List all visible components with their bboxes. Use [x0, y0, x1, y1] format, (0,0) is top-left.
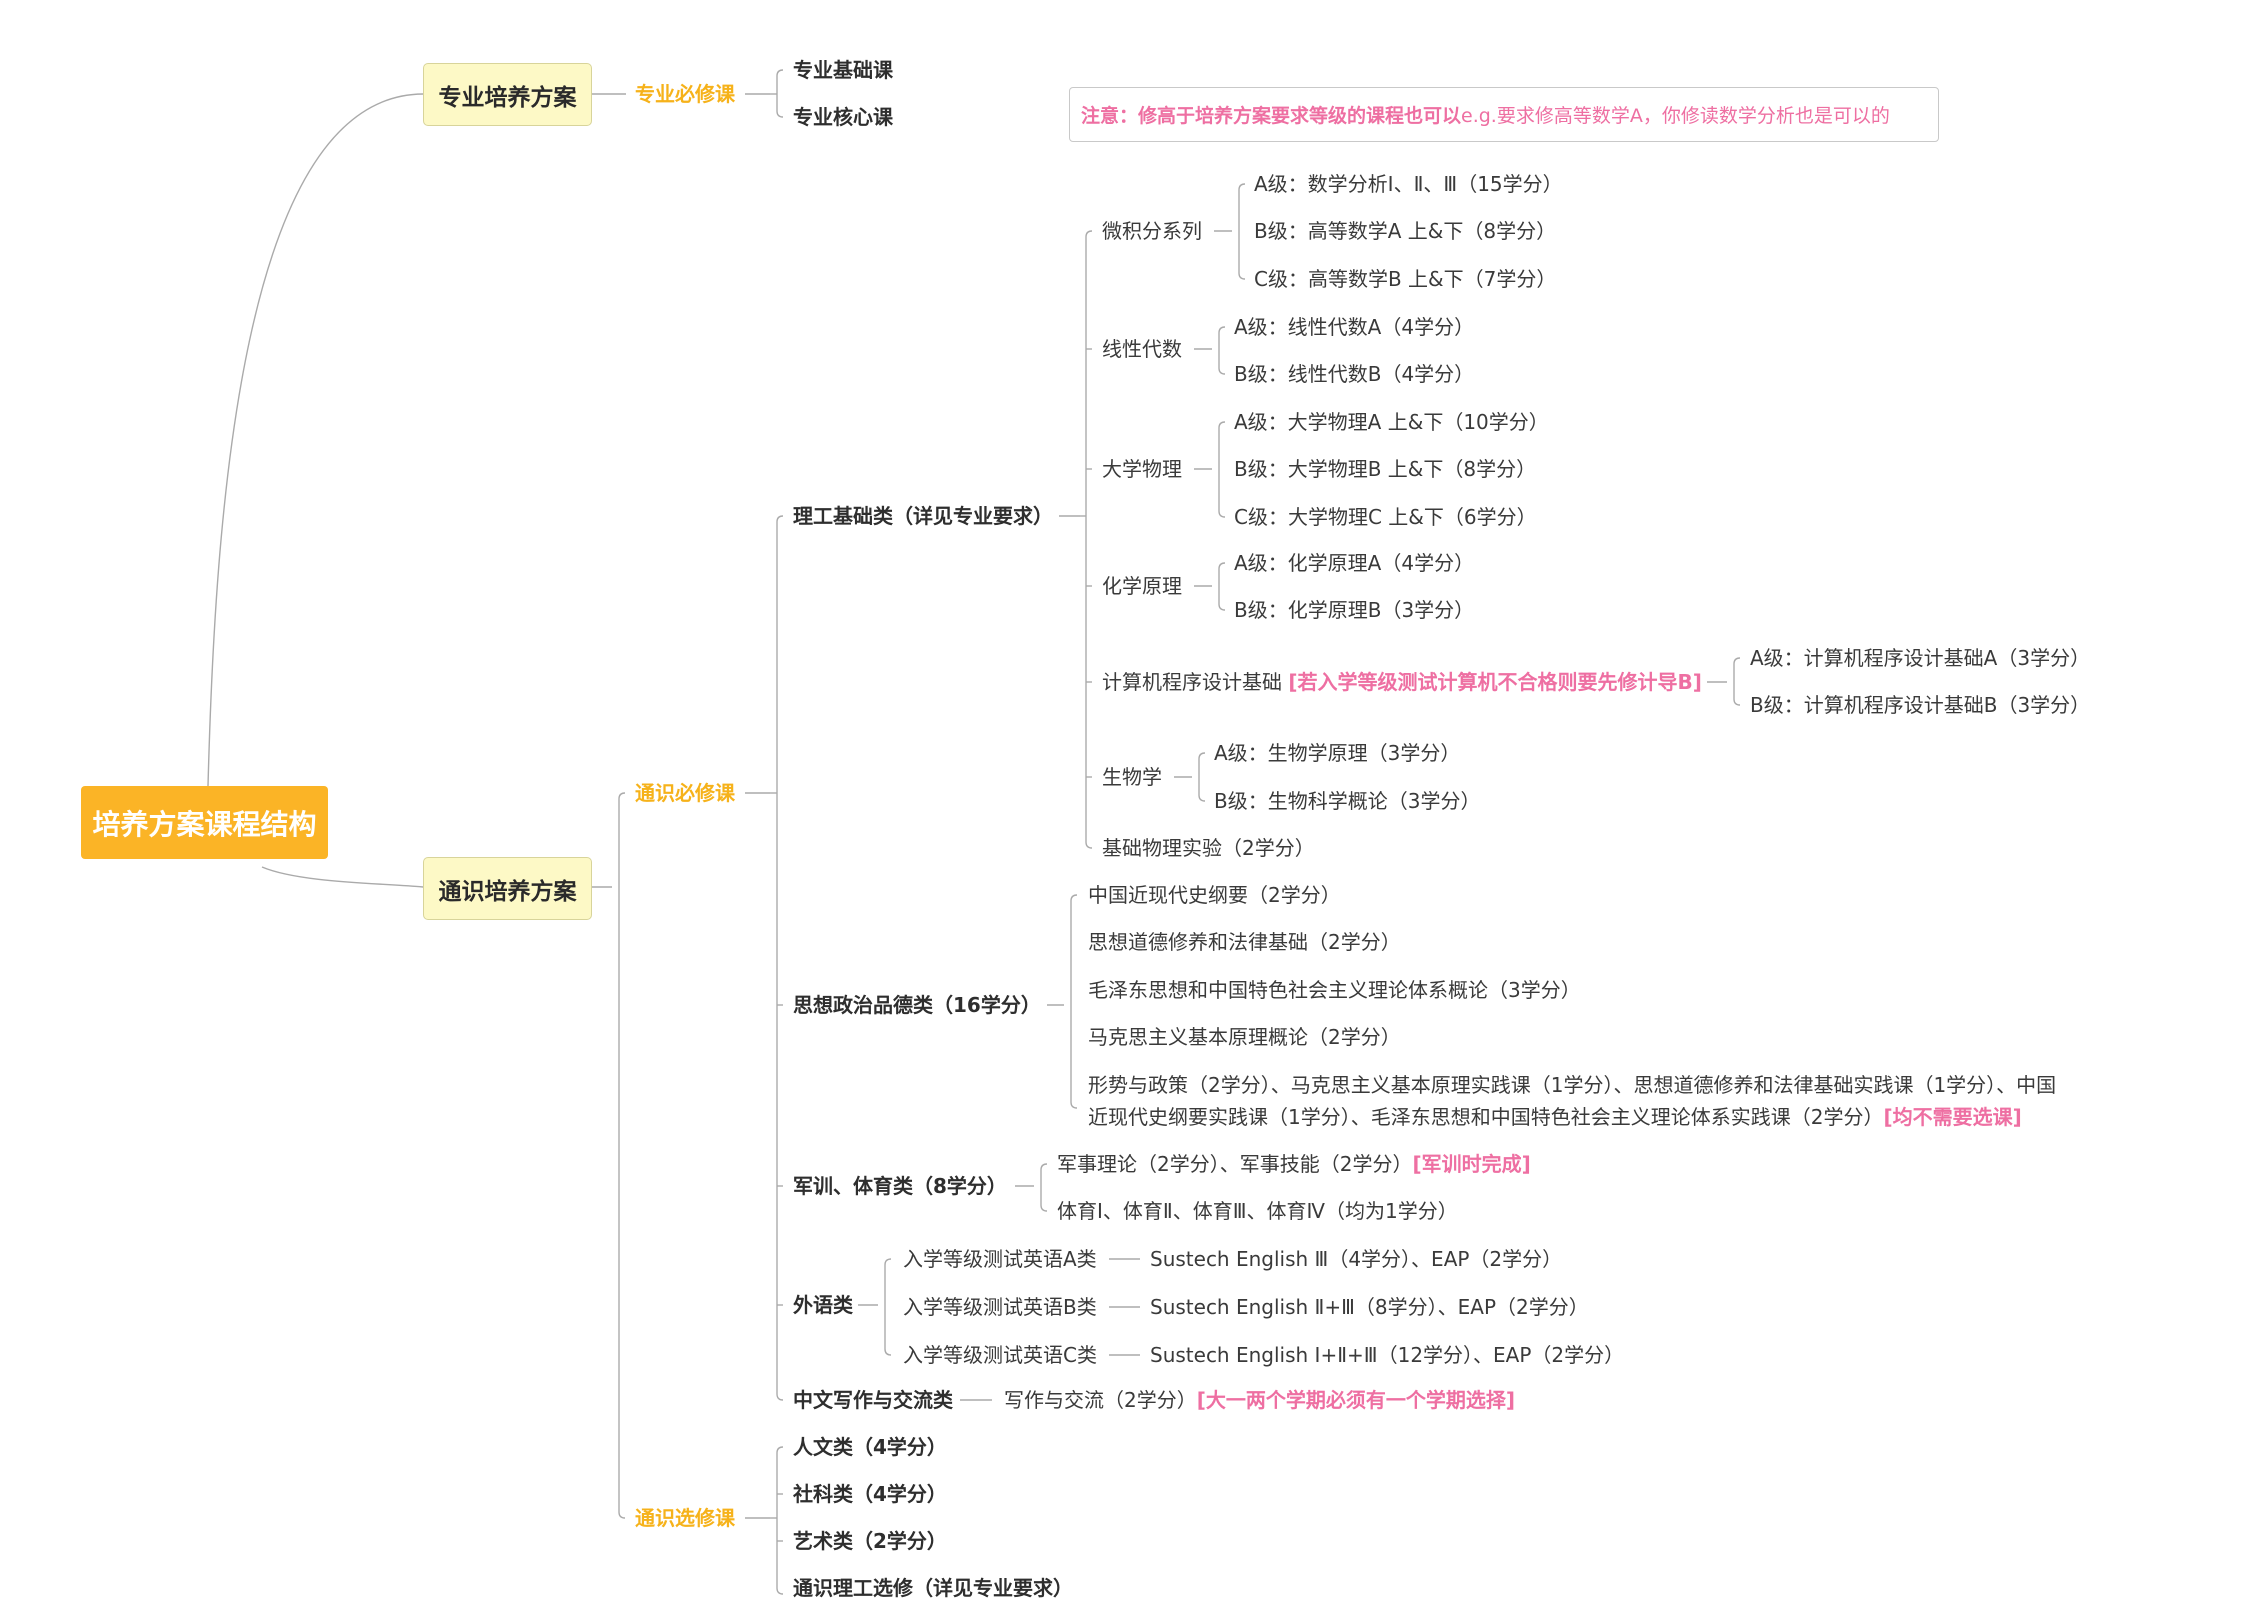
military-node[interactable]: 军训、体育类（8学分） — [793, 1174, 1007, 1198]
general-plan-node[interactable]: 通识培养方案 — [423, 857, 592, 920]
programming-item[interactable]: B级：计算机程序设计基础B（3学分） — [1750, 693, 2091, 717]
politics-node[interactable]: 思想政治品德类（16学分） — [793, 993, 1041, 1017]
military-item-note: [军训时完成] — [1412, 1152, 1531, 1176]
politics-item[interactable]: 毛泽东思想和中国特色社会主义理论体系概论（3学分） — [1088, 978, 1581, 1002]
programming-note: [若入学等级测试计算机不合格则要先修计导B] — [1288, 670, 1702, 694]
elective-social-node[interactable]: 社科类（4学分） — [793, 1482, 947, 1506]
physics-item[interactable]: C级：大学物理C 上&下（6学分） — [1234, 505, 1537, 529]
english-test-node[interactable]: 入学等级测试英语C类 — [903, 1343, 1097, 1367]
writing-item-text: 写作与交流（2学分） — [1004, 1388, 1197, 1412]
notice-box: 注意：修高于培养方案要求等级的课程也可以 e.g.要求修高等数学A，你修读数学分… — [1069, 87, 1939, 142]
biology-item[interactable]: B级：生物科学概论（3学分） — [1214, 789, 1481, 813]
english-course-item[interactable]: Sustech English Ⅱ+Ⅲ（8学分）、EAP（2学分） — [1150, 1295, 1589, 1319]
politics-practice-line1[interactable]: 形势与政策（2学分）、马克思主义基本原理实践课（1学分）、思想道德修养和法律基础… — [1088, 1073, 2057, 1097]
calculus-item[interactable]: C级：高等数学B 上&下（7学分） — [1254, 267, 1557, 291]
politics-practice-note: [均不需要选课] — [1883, 1105, 2022, 1129]
major-core-node[interactable]: 专业核心课 — [793, 105, 893, 129]
politics-item[interactable]: 思想道德修养和法律基础（2学分） — [1088, 930, 1401, 954]
programming-item[interactable]: A级：计算机程序设计基础A（3学分） — [1750, 646, 2091, 670]
english-course-item[interactable]: Sustech English Ⅰ+Ⅱ+Ⅲ（12学分）、EAP（2学分） — [1150, 1343, 1625, 1367]
major-foundation-node[interactable]: 专业基础课 — [793, 58, 893, 82]
linear-algebra-node[interactable]: 线性代数 — [1102, 337, 1182, 361]
writing-item[interactable]: 写作与交流（2学分）[大一两个学期必须有一个学期选择] — [1004, 1390, 1515, 1410]
politics-practice-line2[interactable]: 近现代史纲要实践课（1学分）、毛泽东思想和中国特色社会主义理论体系实践课（2学分… — [1088, 1107, 2022, 1127]
writing-node[interactable]: 中文写作与交流类 — [793, 1388, 953, 1412]
elective-arts-node[interactable]: 艺术类（2学分） — [793, 1529, 947, 1553]
linear-algebra-item[interactable]: B级：线性代数B（4学分） — [1234, 362, 1475, 386]
military-item[interactable]: 军事理论（2学分）、军事技能（2学分）[军训时完成] — [1057, 1154, 1531, 1174]
writing-item-note: [大一两个学期必须有一个学期选择] — [1196, 1388, 1516, 1412]
calculus-item[interactable]: B级：高等数学A 上&下（8学分） — [1254, 219, 1557, 243]
english-test-node[interactable]: 入学等级测试英语B类 — [903, 1295, 1097, 1319]
physics-lab-node[interactable]: 基础物理实验（2学分） — [1102, 836, 1315, 860]
english-test-node[interactable]: 入学等级测试英语A类 — [903, 1247, 1097, 1271]
major-required-node[interactable]: 专业必修课 — [635, 82, 735, 106]
calculus-node[interactable]: 微积分系列 — [1102, 219, 1202, 243]
politics-item[interactable]: 马克思主义基本原理概论（2学分） — [1088, 1025, 1401, 1049]
notice-bold: 注意：修高于培养方案要求等级的课程也可以 — [1081, 105, 1462, 127]
programming-node[interactable]: 计算机程序设计基础 [若入学等级测试计算机不合格则要先修计导B] — [1102, 672, 1702, 692]
language-node[interactable]: 外语类 — [793, 1293, 853, 1317]
linear-algebra-item[interactable]: A级：线性代数A（4学分） — [1234, 315, 1475, 339]
elective-humanities-node[interactable]: 人文类（4学分） — [793, 1435, 947, 1459]
major-plan-node[interactable]: 专业培养方案 — [423, 63, 592, 126]
elective-science-node[interactable]: 通识理工选修（详见专业要求） — [793, 1576, 1073, 1600]
biology-node[interactable]: 生物学 — [1102, 765, 1162, 789]
military-item-text: 军事理论（2学分）、军事技能（2学分） — [1057, 1152, 1413, 1176]
chemistry-item[interactable]: B级：化学原理B（3学分） — [1234, 598, 1475, 622]
physics-item[interactable]: B级：大学物理B 上&下（8学分） — [1234, 457, 1537, 481]
science-node[interactable]: 理工基础类（详见专业要求） — [793, 504, 1053, 528]
english-course-item[interactable]: Sustech English Ⅲ（4学分）、EAP（2学分） — [1150, 1247, 1563, 1271]
general-required-node[interactable]: 通识必修课 — [635, 781, 735, 805]
general-elective-node[interactable]: 通识选修课 — [635, 1506, 735, 1530]
programming-label: 计算机程序设计基础 — [1102, 670, 1282, 694]
pe-item[interactable]: 体育Ⅰ、体育Ⅱ、体育Ⅲ、体育Ⅳ（均为1学分） — [1057, 1199, 1458, 1223]
chemistry-node[interactable]: 化学原理 — [1102, 574, 1182, 598]
notice-rest: e.g.要求修高等数学A，你修读数学分析也是可以的 — [1461, 105, 1890, 127]
calculus-item[interactable]: A级：数学分析Ⅰ、Ⅱ、Ⅲ（15学分） — [1254, 172, 1563, 196]
physics-node[interactable]: 大学物理 — [1102, 457, 1182, 481]
politics-practice-text: 近现代史纲要实践课（1学分）、毛泽东思想和中国特色社会主义理论体系实践课（2学分… — [1088, 1105, 1884, 1129]
biology-item[interactable]: A级：生物学原理（3学分） — [1214, 741, 1461, 765]
chemistry-item[interactable]: A级：化学原理A（4学分） — [1234, 551, 1475, 575]
politics-item[interactable]: 中国近现代史纲要（2学分） — [1088, 883, 1341, 907]
root-node[interactable]: 培养方案课程结构 — [81, 786, 328, 859]
physics-item[interactable]: A级：大学物理A 上&下（10学分） — [1234, 410, 1549, 434]
